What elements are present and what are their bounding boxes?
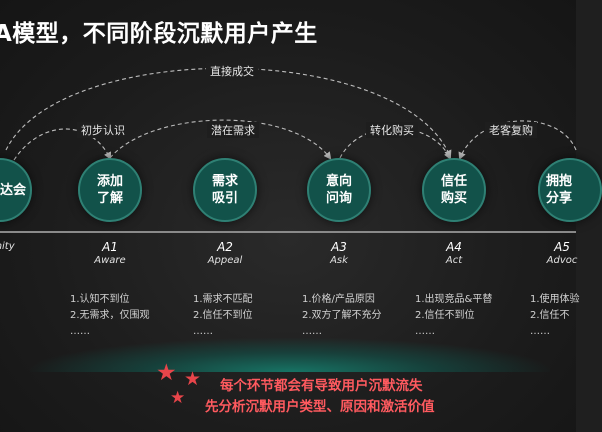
stage-label-1: A1 Aware bbox=[94, 240, 125, 267]
arc-label-convert: 转化购买 bbox=[366, 122, 418, 138]
reason-item: …… bbox=[70, 326, 90, 337]
reason-item: 2.信任不到位 bbox=[415, 310, 475, 321]
reason-item: …… bbox=[302, 326, 322, 337]
node-stage-5: 拥抱分享 bbox=[538, 158, 602, 222]
stage-name: Ask bbox=[330, 255, 348, 266]
stage-name: unity bbox=[0, 241, 15, 252]
reason-item: 1.出现竞品&平替 bbox=[415, 294, 493, 305]
stage-name: Act bbox=[445, 255, 463, 266]
star-icon: ★ bbox=[156, 360, 177, 386]
reason-item: 2.双方了解不充分 bbox=[302, 310, 382, 321]
reason-item: 1.需求不匹配 bbox=[193, 294, 253, 305]
reason-item: 1.价格/产品原因 bbox=[302, 294, 375, 305]
reason-item: …… bbox=[415, 326, 435, 337]
node-label: 达会 bbox=[0, 182, 26, 198]
arc-latent bbox=[109, 119, 332, 160]
stage-label-2: A2 Appeal bbox=[208, 240, 243, 267]
teal-glow bbox=[30, 338, 550, 372]
arc-label-direct: 直接成交 bbox=[206, 63, 258, 79]
arc-initial bbox=[13, 128, 111, 161]
reason-item: …… bbox=[193, 326, 213, 337]
star-icon: ★ bbox=[184, 368, 202, 390]
reasons-list-5: 1.使用体验 2.信任不 …… bbox=[530, 292, 580, 340]
arc-repeat bbox=[458, 120, 577, 161]
arc-direct bbox=[5, 67, 452, 159]
stage-name: Advoc bbox=[546, 255, 578, 266]
reason-item: 2.无需求，仅围观 bbox=[70, 310, 150, 321]
arc-label-latent: 潜在需求 bbox=[207, 122, 259, 138]
node-label: 添加了解 bbox=[96, 174, 123, 206]
reason-item: 2.信任不到位 bbox=[193, 310, 253, 321]
reason-item: 1.认知不到位 bbox=[70, 294, 130, 305]
node-label: 信任购买 bbox=[440, 174, 467, 206]
slide-title: A模型，不同阶段沉默用户产生 bbox=[0, 21, 318, 47]
timeline bbox=[0, 231, 576, 233]
stage-code: A4 bbox=[446, 240, 462, 254]
reason-item: 1.使用体验 bbox=[530, 294, 580, 305]
stage-name: Aware bbox=[94, 255, 126, 266]
node-stage-4: 信任购买 bbox=[422, 158, 486, 222]
reasons-list-2: 1.需求不匹配 2.信任不到位 …… bbox=[193, 292, 253, 340]
star-icon: ★ bbox=[170, 388, 186, 408]
footer-line-2: 先分析沉默用户类型、原因和激活价值 bbox=[205, 399, 435, 415]
stage-code: A3 bbox=[331, 240, 347, 254]
footer-line-1: 每个环节都会有导致用户沉默流失 bbox=[220, 378, 423, 394]
stage-code: A5 bbox=[554, 240, 570, 254]
stage-label-0: unity bbox=[0, 240, 15, 253]
reasons-list-4: 1.出现竞品&平替 2.信任不到位 …… bbox=[415, 292, 492, 340]
node-label: 意向问询 bbox=[325, 174, 352, 206]
reasons-list-3: 1.价格/产品原因 2.双方了解不充分 …… bbox=[302, 292, 382, 340]
arc-label-initial: 初步认识 bbox=[77, 122, 129, 138]
reason-item: 2.信任不 bbox=[530, 310, 570, 321]
arc-label-repeat: 老客复购 bbox=[485, 122, 537, 138]
node-stage-1: 添加了解 bbox=[78, 158, 142, 222]
stage-name: Appeal bbox=[207, 255, 243, 266]
node-stage-2: 需求吸引 bbox=[193, 158, 257, 222]
node-label: 需求吸引 bbox=[211, 174, 238, 206]
node-stage-3: 意向问询 bbox=[307, 158, 371, 222]
stage-code: A1 bbox=[102, 240, 118, 254]
stage-label-4: A4 Act bbox=[446, 240, 462, 267]
stage-code: A2 bbox=[217, 240, 233, 254]
reason-item: …… bbox=[530, 326, 550, 337]
stage-label-5: A5 Advoc bbox=[547, 240, 578, 267]
reasons-list-1: 1.认知不到位 2.无需求，仅围观 …… bbox=[70, 292, 150, 340]
node-label: 拥抱分享 bbox=[545, 174, 572, 206]
stage-label-3: A3 Ask bbox=[330, 240, 348, 267]
